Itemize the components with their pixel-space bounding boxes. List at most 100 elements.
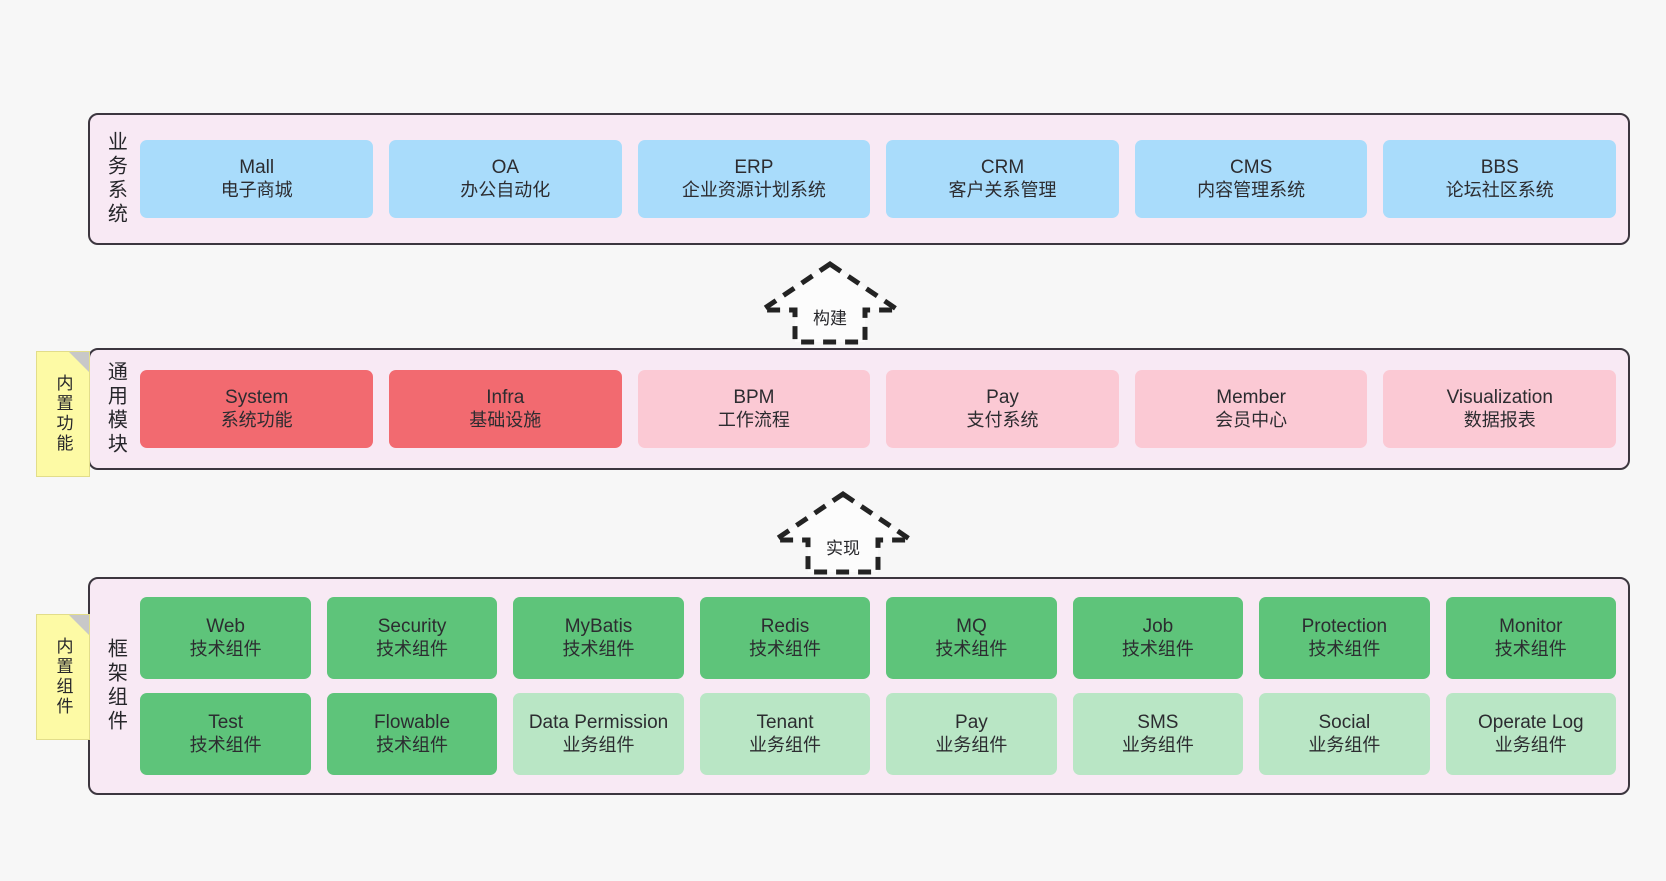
card-row: Test 技术组件 Flowable 技术组件 Data Permission … [140, 693, 1617, 775]
card-protection[interactable]: Protection 技术组件 [1259, 597, 1430, 679]
card-subtitle: 数据报表 [1463, 409, 1536, 430]
card-grid-common-module: System 系统功能 Infra 基础设施 BPM 工作流程 Pay 支付系统… [134, 350, 1628, 468]
card-title: MyBatis [564, 616, 633, 638]
card-title: Data Permission [528, 712, 669, 734]
card-subtitle: 技术组件 [376, 638, 449, 659]
card-title: BBS [1480, 157, 1519, 179]
layer-panel-framework-component: 框架组件 Web 技术组件 Security 技术组件 MyBatis 技术组件… [88, 577, 1630, 795]
card-subtitle: 技术组件 [935, 638, 1008, 659]
card-job[interactable]: Job 技术组件 [1072, 597, 1244, 679]
note-fold-corner-icon [69, 352, 89, 372]
card-test[interactable]: Test 技术组件 [140, 693, 311, 775]
card-title: ERP [734, 157, 774, 179]
card-subtitle: 技术组件 [1494, 638, 1567, 659]
card-subtitle: 电子商城 [220, 179, 293, 200]
card-mybatis[interactable]: MyBatis 技术组件 [513, 597, 684, 679]
build-arrow-label: 构建 [813, 309, 847, 328]
layer-title-common-module: 通用模块 [104, 361, 127, 457]
card-title: SMS [1137, 712, 1179, 734]
card-security[interactable]: Security 技术组件 [326, 597, 498, 679]
card-subtitle: 办公自动化 [460, 179, 551, 200]
card-title: Monitor [1499, 616, 1563, 638]
card-system[interactable]: System 系统功能 [140, 370, 373, 448]
card-title: CMS [1230, 157, 1273, 179]
card-title: Web [206, 616, 245, 638]
card-subtitle: 内容管理系统 [1197, 179, 1306, 200]
card-title: Test [208, 712, 244, 734]
card-web[interactable]: Web 技术组件 [140, 597, 311, 679]
note-fold-corner-icon [69, 615, 89, 635]
card-operate-log[interactable]: Operate Log 业务组件 [1445, 693, 1617, 775]
card-data-permission[interactable]: Data Permission 业务组件 [513, 693, 684, 775]
card-infra[interactable]: Infra 基础设施 [389, 370, 622, 448]
card-subtitle: 工作流程 [717, 409, 790, 430]
card-crm[interactable]: CRM 客户关系管理 [886, 140, 1119, 218]
card-row: System 系统功能 Infra 基础设施 BPM 工作流程 Pay 支付系统… [140, 370, 1617, 448]
card-redis[interactable]: Redis 技术组件 [699, 597, 871, 679]
card-title: Pay [986, 387, 1019, 409]
sticky-note-builtin-component: 内置组件 [36, 614, 90, 740]
card-subtitle: 客户关系管理 [948, 179, 1057, 200]
card-mall[interactable]: Mall 电子商城 [140, 140, 373, 218]
card-monitor[interactable]: Monitor 技术组件 [1445, 597, 1617, 679]
card-title: BPM [733, 387, 775, 409]
card-title: Social [1318, 712, 1371, 734]
card-title: MQ [956, 616, 987, 638]
card-bbs[interactable]: BBS 论坛社区系统 [1383, 140, 1617, 218]
build-arrow-icon [753, 260, 907, 345]
layer-title-framework-component: 框架组件 [104, 638, 127, 734]
card-grid-framework-component: Web 技术组件 Security 技术组件 MyBatis 技术组件 Redi… [134, 579, 1628, 793]
card-title: Pay [955, 712, 988, 734]
card-pay-module[interactable]: Pay 支付系统 [886, 370, 1119, 448]
card-subtitle: 技术组件 [189, 734, 262, 755]
card-subtitle: 企业资源计划系统 [681, 179, 826, 200]
card-erp[interactable]: ERP 企业资源计划系统 [637, 140, 871, 218]
card-subtitle: 业务组件 [748, 734, 821, 755]
card-title: Protection [1301, 616, 1388, 638]
card-title: System [225, 387, 289, 409]
card-mq[interactable]: MQ 技术组件 [886, 597, 1057, 679]
card-oa[interactable]: OA 办公自动化 [389, 140, 622, 218]
sticky-note-label: 内置组件 [53, 637, 73, 717]
card-subtitle: 系统功能 [220, 409, 293, 430]
card-subtitle: 论坛社区系统 [1445, 179, 1554, 200]
card-title: Mall [239, 157, 275, 179]
card-social[interactable]: Social 业务组件 [1259, 693, 1430, 775]
card-visualization[interactable]: Visualization 数据报表 [1383, 370, 1617, 448]
card-subtitle: 业务组件 [1121, 734, 1194, 755]
card-subtitle: 技术组件 [189, 638, 262, 659]
card-subtitle: 会员中心 [1215, 409, 1288, 430]
layer-panel-business-system: 业务系统 Mall 电子商城 OA 办公自动化 ERP 企业资源计划系统 CRM… [88, 113, 1630, 245]
card-title: Visualization [1446, 387, 1553, 409]
card-subtitle: 业务组件 [935, 734, 1008, 755]
sticky-note-builtin-function: 内置功能 [36, 351, 90, 477]
card-tenant[interactable]: Tenant 业务组件 [699, 693, 871, 775]
card-bpm[interactable]: BPM 工作流程 [637, 370, 871, 448]
card-cms[interactable]: CMS 内容管理系统 [1134, 140, 1368, 218]
card-title: Security [377, 616, 447, 638]
card-title: Redis [760, 616, 810, 638]
layer-panel-common-module: 通用模块 System 系统功能 Infra 基础设施 BPM 工作流程 Pay… [88, 348, 1630, 470]
layer-title-business-system: 业务系统 [104, 131, 127, 227]
build-arrow: 构建 [753, 258, 907, 346]
implement-arrow: 实现 [766, 488, 920, 576]
card-subtitle: 技术组件 [1308, 638, 1381, 659]
card-subtitle: 支付系统 [966, 409, 1039, 430]
card-pay-component[interactable]: Pay 业务组件 [886, 693, 1057, 775]
card-title: Tenant [756, 712, 814, 734]
card-subtitle: 技术组件 [748, 638, 821, 659]
implement-arrow-icon [766, 490, 920, 575]
card-subtitle: 技术组件 [562, 638, 635, 659]
sticky-note-label: 内置功能 [53, 374, 73, 454]
card-flowable[interactable]: Flowable 技术组件 [326, 693, 498, 775]
card-member[interactable]: Member 会员中心 [1134, 370, 1368, 448]
card-subtitle: 业务组件 [562, 734, 635, 755]
card-title: CRM [980, 157, 1025, 179]
card-subtitle: 技术组件 [1121, 638, 1194, 659]
card-subtitle: 业务组件 [1308, 734, 1381, 755]
card-subtitle: 业务组件 [1494, 734, 1567, 755]
card-title: OA [491, 157, 520, 179]
card-sms[interactable]: SMS 业务组件 [1072, 693, 1244, 775]
implement-arrow-label: 实现 [826, 539, 860, 558]
